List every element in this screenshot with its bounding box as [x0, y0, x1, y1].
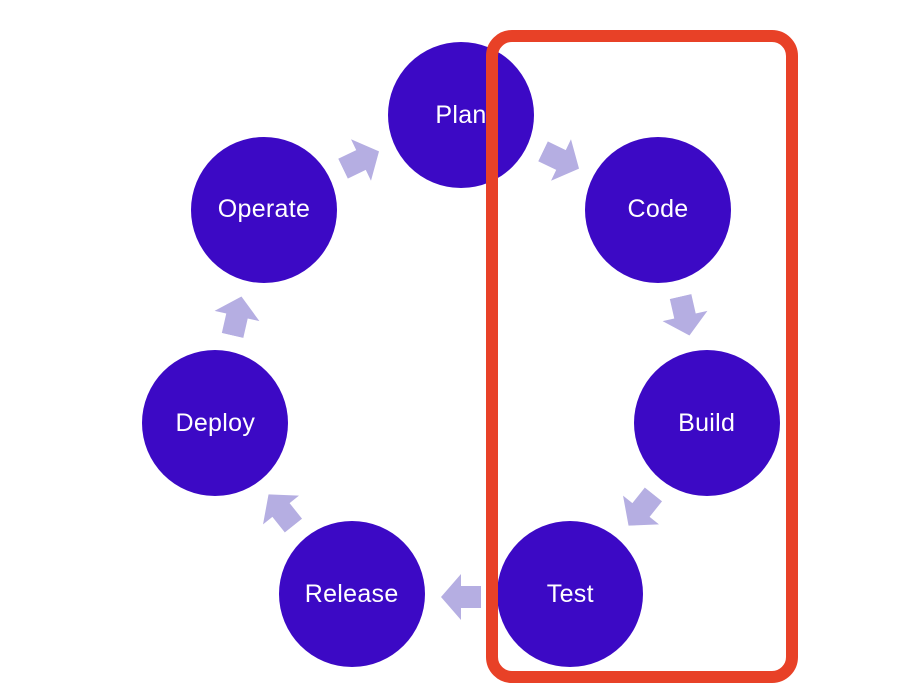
stage-circle-code: Code [585, 136, 732, 283]
flow-arrow-build-to-test [610, 480, 671, 540]
block-arrow-icon [662, 293, 708, 336]
stage-circle-operate: Operate [190, 136, 337, 283]
flow-arrow-test-to-release [441, 574, 481, 620]
stage-label: Code [627, 195, 689, 224]
block-arrow-icon [537, 139, 579, 181]
stage-label: Plan [435, 100, 487, 129]
stage-circle-release: Release [278, 521, 425, 668]
block-arrow-icon [441, 574, 481, 620]
block-arrow-icon [622, 487, 662, 527]
stage-circle-test: Test [497, 521, 644, 668]
stage-circle-deploy: Deploy [142, 350, 289, 497]
flow-arrow-deploy-to-operate [210, 291, 264, 340]
stage-circle-plan: Plan [388, 42, 534, 188]
stage-label: Build [678, 408, 736, 437]
block-arrow-icon [263, 494, 303, 533]
stage-label: Test [546, 579, 594, 608]
flow-arrow-release-to-deploy [251, 480, 312, 540]
stage-label: Deploy [175, 408, 256, 437]
highlight-rectangle [486, 30, 798, 683]
block-arrow-icon [214, 296, 260, 338]
block-arrow-icon [338, 139, 380, 181]
flow-arrow-operate-to-plan [333, 130, 389, 189]
stage-circle-build: Build [633, 350, 780, 497]
stage-label: Operate [217, 195, 311, 224]
flow-arrow-plan-to-code [533, 130, 589, 189]
stage-label: Release [304, 579, 399, 608]
flow-arrow-code-to-build [658, 291, 712, 340]
